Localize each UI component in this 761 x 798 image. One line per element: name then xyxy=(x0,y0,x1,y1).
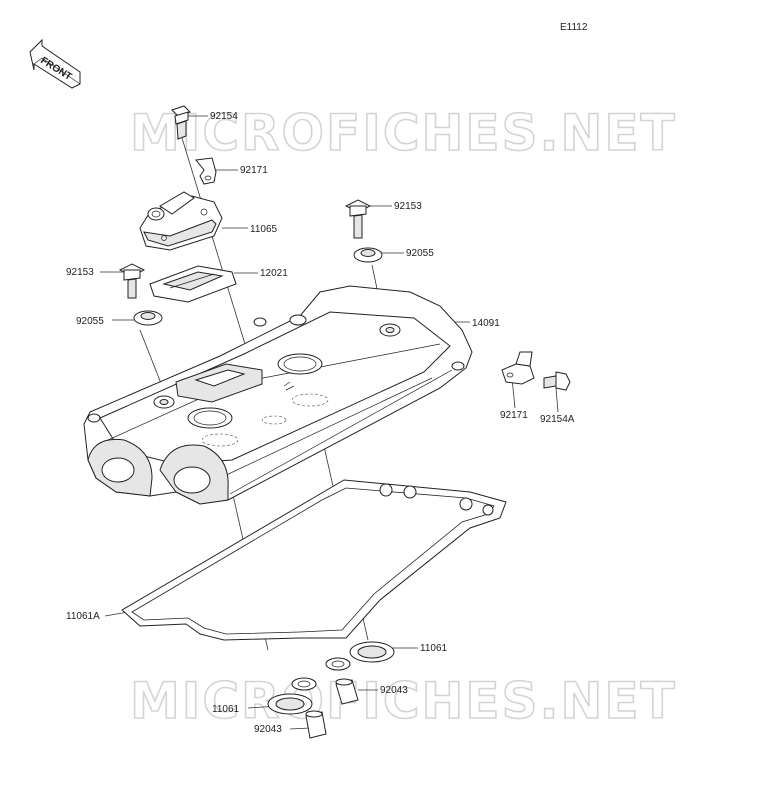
bolt-92154A xyxy=(543,371,571,391)
bolt-92154 xyxy=(171,105,191,140)
label-12021: 12021 xyxy=(260,268,288,279)
label-11061A: 11061A xyxy=(66,611,100,622)
front-arrow-icon: FRONT xyxy=(29,38,81,89)
seal-11061-bottom xyxy=(267,677,317,715)
washer-92055-left xyxy=(133,310,163,326)
washer-92055-right xyxy=(353,247,383,263)
bolt-92153-right xyxy=(344,199,372,239)
label-11065: 11065 xyxy=(250,224,278,235)
label-14091: 14091 xyxy=(472,318,500,329)
bolt-92153-left xyxy=(118,263,146,299)
gasket-11061A xyxy=(121,479,507,641)
watermark-top: MICROFICHES.NET xyxy=(130,104,677,162)
clamp-92171-top xyxy=(195,157,217,185)
label-92055-right: 92055 xyxy=(406,248,434,259)
dowel-92043-bottom xyxy=(305,710,327,739)
breather-cover-11065 xyxy=(139,191,223,251)
watermark-bottom: MICROFICHES.NET xyxy=(130,672,677,730)
label-92154: 92154 xyxy=(210,111,238,122)
label-92171-right: 92171 xyxy=(500,410,528,421)
label-92171-top: 92171 xyxy=(240,165,268,176)
label-92153-right: 92153 xyxy=(394,201,422,212)
label-11061-right: 11061 xyxy=(420,643,448,654)
label-92153-left: 92153 xyxy=(66,267,94,278)
label-11061-bottom: 11061 xyxy=(212,704,240,715)
gasket-12021 xyxy=(149,265,237,303)
dowel-92043-right xyxy=(335,678,359,705)
label-92055-left: 92055 xyxy=(76,316,104,327)
cylinder-head-cover-14091 xyxy=(83,285,473,505)
diagram-code: E1112 xyxy=(560,22,588,33)
label-92043-right: 92043 xyxy=(380,685,408,696)
seal-11061-right xyxy=(325,641,395,671)
label-92154A: 92154A xyxy=(540,414,575,425)
clamp-92171-right xyxy=(501,351,535,385)
label-92043-bottom: 92043 xyxy=(254,724,282,735)
